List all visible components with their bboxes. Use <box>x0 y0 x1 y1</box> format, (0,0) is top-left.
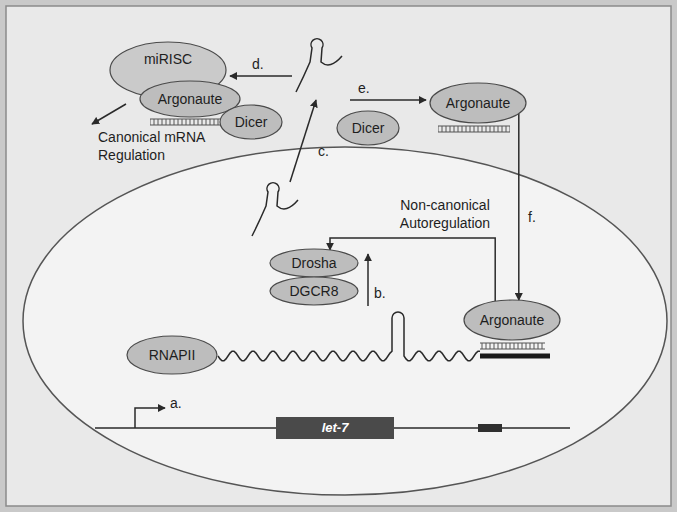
pre-mirna-hairpin <box>296 39 342 92</box>
step-letter: e. <box>358 80 370 96</box>
protein-ellipse: Argonaute <box>140 81 240 117</box>
step-letter: b. <box>374 285 386 301</box>
loading-arrow <box>350 99 426 101</box>
polymerase-ellipse: RNAPII <box>127 336 217 374</box>
protein-ellipse: Argonaute <box>464 300 560 340</box>
step-letter-wrap: b. <box>374 284 386 302</box>
process-note: Canonical mRNA Regulation <box>98 129 205 163</box>
node-label: Dicer <box>352 120 385 136</box>
protein-ellipse: Argonaute <box>430 83 526 123</box>
process-note-wrap: Canonical mRNA Regulation <box>98 128 212 164</box>
step-letter-wrap: a. <box>170 394 182 412</box>
cytoplasm <box>6 6 671 506</box>
edge-label: f. <box>528 209 536 225</box>
node-label: let-7 <box>322 420 349 436</box>
mirna-duplex <box>150 119 545 349</box>
primary-transcript <box>218 312 480 361</box>
step-letter: a. <box>170 395 182 411</box>
gene-element <box>478 424 502 432</box>
enzyme-ellipse: Dicer <box>337 111 399 145</box>
edge-label-wrap: f. <box>528 208 536 226</box>
edge-label: Non-canonical Autoregulation <box>400 197 490 231</box>
node-label: miRISC <box>144 51 192 67</box>
pre-mirna-hairpin <box>252 183 298 236</box>
dicing-arrow <box>230 75 292 77</box>
transcription-start-arrow <box>135 408 165 428</box>
target-site <box>480 354 550 359</box>
regulation-arrow <box>92 104 126 124</box>
step-letter: d. <box>252 56 264 72</box>
enzyme-ellipse: Drosha <box>270 249 358 277</box>
step-letter-wrap: c. <box>318 142 329 160</box>
node-label: Argonaute <box>446 95 511 111</box>
node-label: Dicer <box>235 114 268 130</box>
enzyme-ellipse: Dicer <box>220 105 282 139</box>
processing-arrow <box>367 254 369 306</box>
node-label: DGCR8 <box>289 283 338 299</box>
step-letter: c. <box>318 143 329 159</box>
cofactor-ellipse: DGCR8 <box>270 277 358 305</box>
step-letter-wrap: e. <box>358 79 370 97</box>
step-letter-wrap: d. <box>252 55 264 73</box>
export-arrow <box>290 100 316 182</box>
node-label: Drosha <box>291 255 336 271</box>
node-label: Argonaute <box>480 312 545 328</box>
node-label: Argonaute <box>158 91 223 107</box>
nucleus <box>23 147 667 495</box>
node-label: RNAPII <box>149 347 196 363</box>
connector-arrow <box>518 114 520 301</box>
edge-label-wrap: Non-canonical Autoregulation <box>389 196 501 232</box>
gene-box: let-7 <box>276 417 394 439</box>
